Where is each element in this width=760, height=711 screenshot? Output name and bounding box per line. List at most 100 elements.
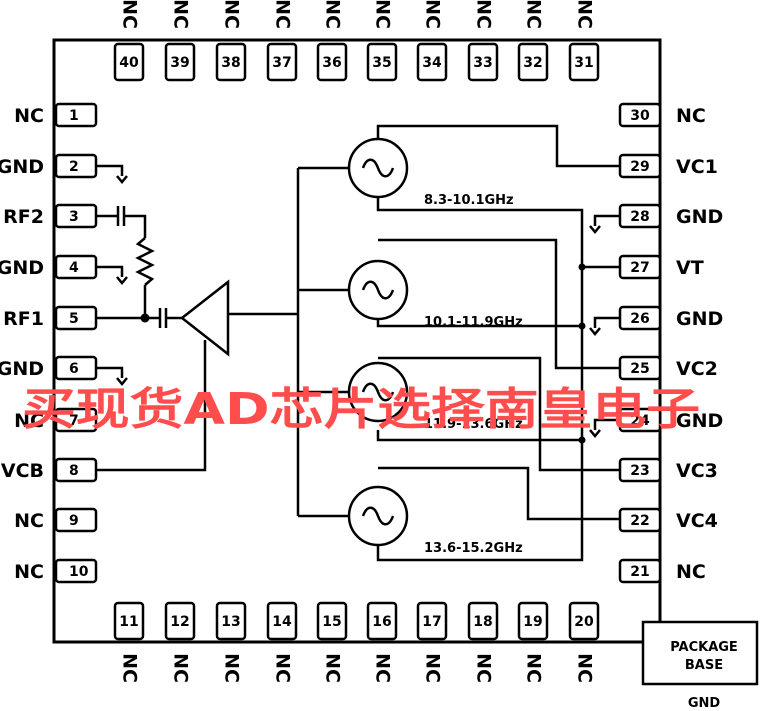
internal-wiring [96, 124, 620, 562]
pin-number-9: 9 [69, 513, 79, 529]
pin-name-26: GND [676, 308, 723, 330]
pin-name-7: NC [14, 410, 44, 432]
vc4-wire [378, 466, 620, 521]
pin-name-8: VCB [1, 460, 44, 482]
pin-name-1: NC [14, 105, 44, 127]
pin-name-14: NC [272, 653, 294, 683]
gnd-tick-6 [96, 366, 128, 386]
sine-icon [361, 506, 395, 526]
pin-name-3: RF2 [3, 206, 44, 228]
pin-name-22: VC4 [676, 510, 718, 532]
pin-name-29: VC1 [676, 156, 718, 178]
pin-name-4: GND [0, 257, 44, 279]
pin-number-18: 18 [473, 614, 492, 630]
pin-number-33: 33 [473, 55, 492, 71]
vco-frequency-label: 10.1-11.9GHz [424, 315, 523, 330]
pin-number-13: 13 [221, 614, 240, 630]
package-outline [52, 38, 662, 644]
vc3-wire [378, 356, 620, 472]
pin-number-20: 20 [574, 614, 594, 630]
pin-box-30 [618, 102, 662, 128]
pin-name-18: NC [473, 653, 495, 683]
pin-name-10: NC [14, 561, 44, 583]
pin-box-39 [164, 42, 196, 82]
pin-name-34: NC [422, 0, 444, 29]
pin-number-32: 32 [523, 55, 542, 71]
pin-name-24: GND [676, 410, 723, 432]
pin-name-20: NC [574, 653, 596, 683]
pin-box-31 [568, 42, 600, 82]
package-base-box [641, 620, 759, 686]
pin-box-19 [517, 601, 549, 641]
pin-number-2: 2 [69, 159, 79, 175]
pin-number-30: 30 [630, 108, 650, 124]
watermark-text: 买现货AD芯片选择南皇电子 [22, 384, 700, 435]
pin-box-7 [54, 407, 98, 433]
vco-group: 8.3-10.1GHz 10.1-11.9GHz 11.9-13.6GHz 13.6-… [347, 137, 523, 556]
pin-box-21 [618, 558, 662, 584]
pin-name-37: NC [272, 0, 294, 29]
pin-box-20 [568, 601, 600, 641]
pin-number-3: 3 [69, 209, 79, 225]
vt-taps [376, 318, 582, 442]
pin-number-8: 8 [69, 463, 79, 479]
pin-number-16: 16 [372, 614, 391, 630]
pin-name-25: VC2 [676, 358, 718, 380]
pin-name-33: NC [473, 0, 495, 29]
pin-name-11: NC [119, 653, 141, 683]
pin-number-4: 4 [69, 260, 79, 276]
pin-name-12: NC [170, 653, 192, 683]
gnd-tick-2 [96, 164, 128, 184]
pin-name-6: GND [0, 358, 44, 380]
pin-number-19: 19 [523, 614, 542, 630]
pin-name-23: VC3 [676, 460, 718, 482]
pin-name-5: RF1 [3, 308, 44, 330]
pin-box-36 [316, 42, 348, 82]
vt-bus [376, 196, 584, 562]
pin-name-17: NC [422, 653, 444, 683]
pin-name-35: NC [372, 0, 394, 29]
pin-name-15: NC [322, 653, 344, 683]
pin-name-19: NC [523, 653, 545, 683]
pin-box-40 [113, 42, 145, 82]
pin-box-12 [164, 601, 196, 641]
vco-frequency-label: 8.3-10.1GHz [424, 193, 514, 208]
pin-name-39: NC [170, 0, 192, 29]
pin-box-18 [467, 601, 499, 641]
pin-number-23: 23 [630, 463, 649, 479]
pin-name-40: NC [119, 0, 141, 29]
pin-name-16: NC [372, 653, 394, 683]
pin-box-13 [215, 601, 247, 641]
pin-number-31: 31 [574, 55, 593, 71]
pin-number-10: 10 [69, 564, 89, 580]
vco-frequency-label: 13.6-15.2GHz [424, 541, 523, 556]
pin-number-5: 5 [69, 311, 79, 327]
pin-name-31: NC [574, 0, 596, 29]
pin-box-15 [316, 601, 348, 641]
pin-name-30: NC [676, 105, 706, 127]
pin-name-9: NC [14, 510, 44, 532]
pin-number-38: 38 [221, 55, 240, 71]
sine-icon [361, 280, 395, 300]
vco-3: 11.9-13.6GHz [347, 361, 523, 432]
vco-frequency-label: 11.9-13.6GHz [424, 417, 523, 432]
pin-number-17: 17 [422, 614, 441, 630]
pin-number-12: 12 [170, 614, 189, 630]
pin-number-28: 28 [630, 209, 649, 225]
sine-icon [361, 158, 395, 178]
pin-number-37: 37 [272, 55, 291, 71]
pin-number-14: 14 [272, 614, 292, 630]
pin-name-28: GND [676, 206, 723, 228]
buffer-amplifier [179, 279, 230, 357]
package-base-ground-label: GND [688, 696, 721, 711]
pin-name-13: NC [221, 653, 243, 683]
vco-2: 10.1-11.9GHz [347, 259, 523, 330]
pin-number-15: 15 [322, 614, 341, 630]
vco-1: 8.3-10.1GHz [347, 137, 514, 208]
pin-box-38 [215, 42, 247, 82]
package-base-line1: PACKAGE [670, 640, 738, 655]
pin-number-27: 27 [630, 260, 649, 276]
pin-box-34 [416, 42, 448, 82]
